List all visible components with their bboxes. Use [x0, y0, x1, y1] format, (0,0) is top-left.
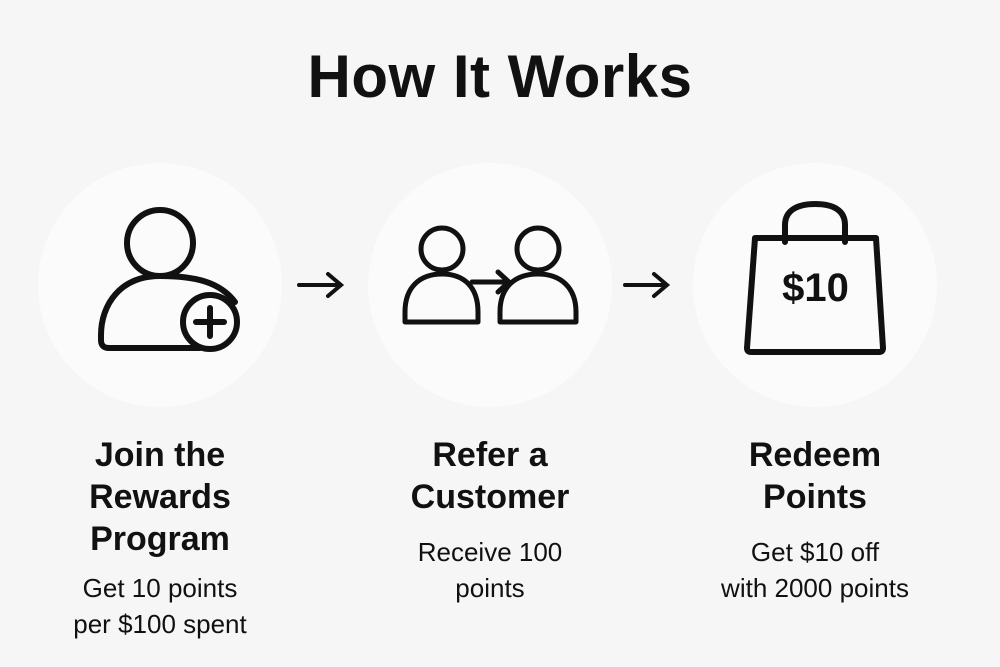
step-2-background — [368, 163, 612, 407]
heading-line: Redeem — [748, 436, 882, 474]
step-heading: Join the Rewards Program — [10, 434, 310, 560]
desc-line: per $100 spent — [73, 609, 247, 639]
desc-line: with 2000 points — [721, 573, 909, 603]
desc-line: points — [455, 573, 525, 603]
desc-line: Get 10 points — [82, 573, 238, 603]
step-description: Get $10 off with 2000 points — [665, 534, 965, 606]
heading-line: Points — [763, 478, 867, 516]
desc-line: Get $10 off — [750, 537, 880, 567]
heading-line: Refer a — [432, 436, 548, 474]
step-description: Receive 100 points — [340, 534, 640, 606]
arrow-right-icon — [297, 272, 345, 298]
step-refer: Refer a Customer Receive 100 points — [340, 434, 640, 606]
step-1-background — [38, 163, 282, 407]
desc-line: Receive 100 — [417, 537, 563, 567]
refer-users-icon — [402, 225, 579, 325]
heading-line: Customer — [410, 478, 570, 516]
page-title: How It Works — [307, 43, 693, 110]
user-plus-icon — [98, 207, 240, 352]
step-join: Join the Rewards Program Get 10 points p… — [10, 434, 310, 642]
step-redeem: Redeem Points Get $10 off with 2000 poin… — [665, 434, 965, 606]
shopping-bag-icon: $10 — [743, 200, 888, 360]
heading-line: Rewards — [89, 478, 231, 516]
step-heading: Refer a Customer — [340, 434, 640, 518]
arrow-right-icon — [623, 272, 671, 298]
bag-price-label: $10 — [782, 266, 849, 310]
step-heading: Redeem Points — [665, 434, 965, 518]
heading-line: Program — [90, 520, 230, 558]
step-description: Get 10 points per $100 spent — [10, 570, 310, 642]
heading-line: Join the — [94, 436, 226, 474]
